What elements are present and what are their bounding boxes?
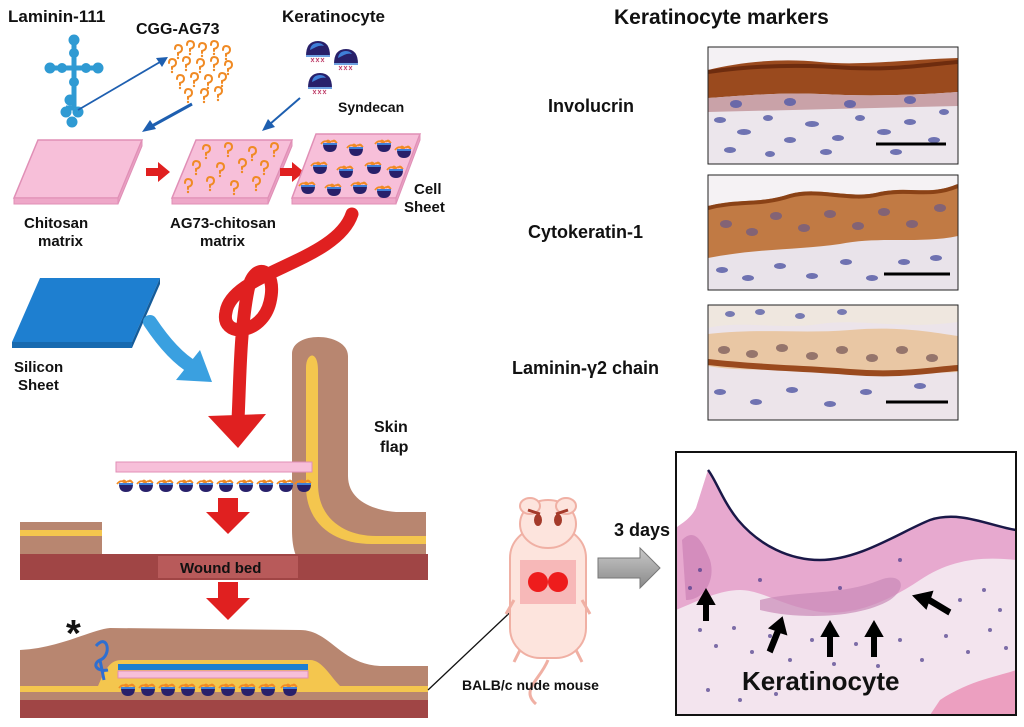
cell-sheet-label-2: Sheet (404, 199, 445, 216)
silicon-label-2: Sheet (18, 377, 59, 394)
cell-sheet-cross-section (115, 461, 313, 493)
laminin-g2-micrograph (708, 305, 958, 420)
laminin-g2-label: Laminin-γ2 chain (512, 358, 659, 378)
red-arrow-1-icon (146, 162, 170, 182)
keratinocyte-top-label: Keratinocyte (282, 7, 385, 26)
involucrin-frame (707, 46, 959, 165)
histology-keratinocyte-label: Keratinocyte (742, 666, 900, 696)
cell-sheet-label-1: Cell (414, 181, 442, 198)
involucrin-label: Involucrin (548, 96, 634, 116)
chitosan-matrix-sheet (12, 139, 144, 205)
histology-arrows-icon (696, 587, 952, 657)
arrow-keratinocyte-to-matrix-icon (262, 97, 301, 131)
laminin-g2-frame (707, 304, 959, 421)
suture-icon (94, 640, 109, 681)
days-label: 3 days (614, 520, 670, 540)
he-histology-image (676, 452, 1016, 715)
red-down-arrow-2-icon (206, 582, 250, 620)
asterisk-label: * (66, 613, 81, 655)
healed-skin-section (20, 628, 428, 718)
thin-arrow-to-cgg-icon (77, 57, 168, 111)
ag73-chitosan-matrix-sheet (170, 139, 294, 205)
silicon-label-1: Silicon (14, 359, 63, 376)
laminin-molecule-icon (44, 34, 104, 128)
skin-flap-label-1: Skin (374, 419, 408, 436)
blue-curved-arrow-icon (143, 315, 212, 382)
skin-flap (292, 336, 426, 568)
he-histology-frame (675, 451, 1017, 716)
wound-bed-tissue (20, 522, 428, 580)
involucrin-micrograph (708, 47, 958, 164)
red-arrow-2-icon (280, 162, 304, 182)
ag73-matrix-label-1: AG73-chitosan (170, 215, 276, 232)
chitosan-label-2: matrix (38, 233, 84, 250)
syndecan-label: Syndecan (338, 99, 404, 115)
cell-sheet-sheet (290, 133, 422, 205)
cgg-ag73-label: CGG-AG73 (136, 21, 220, 38)
cgg-ag73-peptides-icon (168, 40, 233, 105)
cytokeratin-label: Cytokeratin-1 (528, 222, 643, 242)
chitosan-label-1: Chitosan (24, 215, 88, 232)
ag73-matrix-label-2: matrix (200, 233, 246, 250)
laminin-111-label: Laminin-111 (8, 7, 105, 26)
arrow-cgg-to-chitosan-icon (142, 102, 193, 132)
mouse-label: BALB/c nude mouse (462, 677, 599, 693)
cytokeratin-frame (707, 174, 959, 291)
gray-arrow-icon (597, 546, 661, 590)
keratinocyte-cells-icon (305, 40, 359, 95)
skin-flap-label-2: flap (380, 439, 409, 456)
wound-bed-label: Wound bed (180, 560, 261, 577)
nude-mouse-icon (504, 497, 592, 706)
silicon-sheet (12, 278, 160, 348)
markers-title: Keratinocyte markers (614, 6, 829, 29)
red-down-arrow-1-icon (206, 498, 250, 534)
cytokeratin-micrograph (708, 175, 958, 290)
curly-red-arrow-icon (208, 207, 359, 448)
